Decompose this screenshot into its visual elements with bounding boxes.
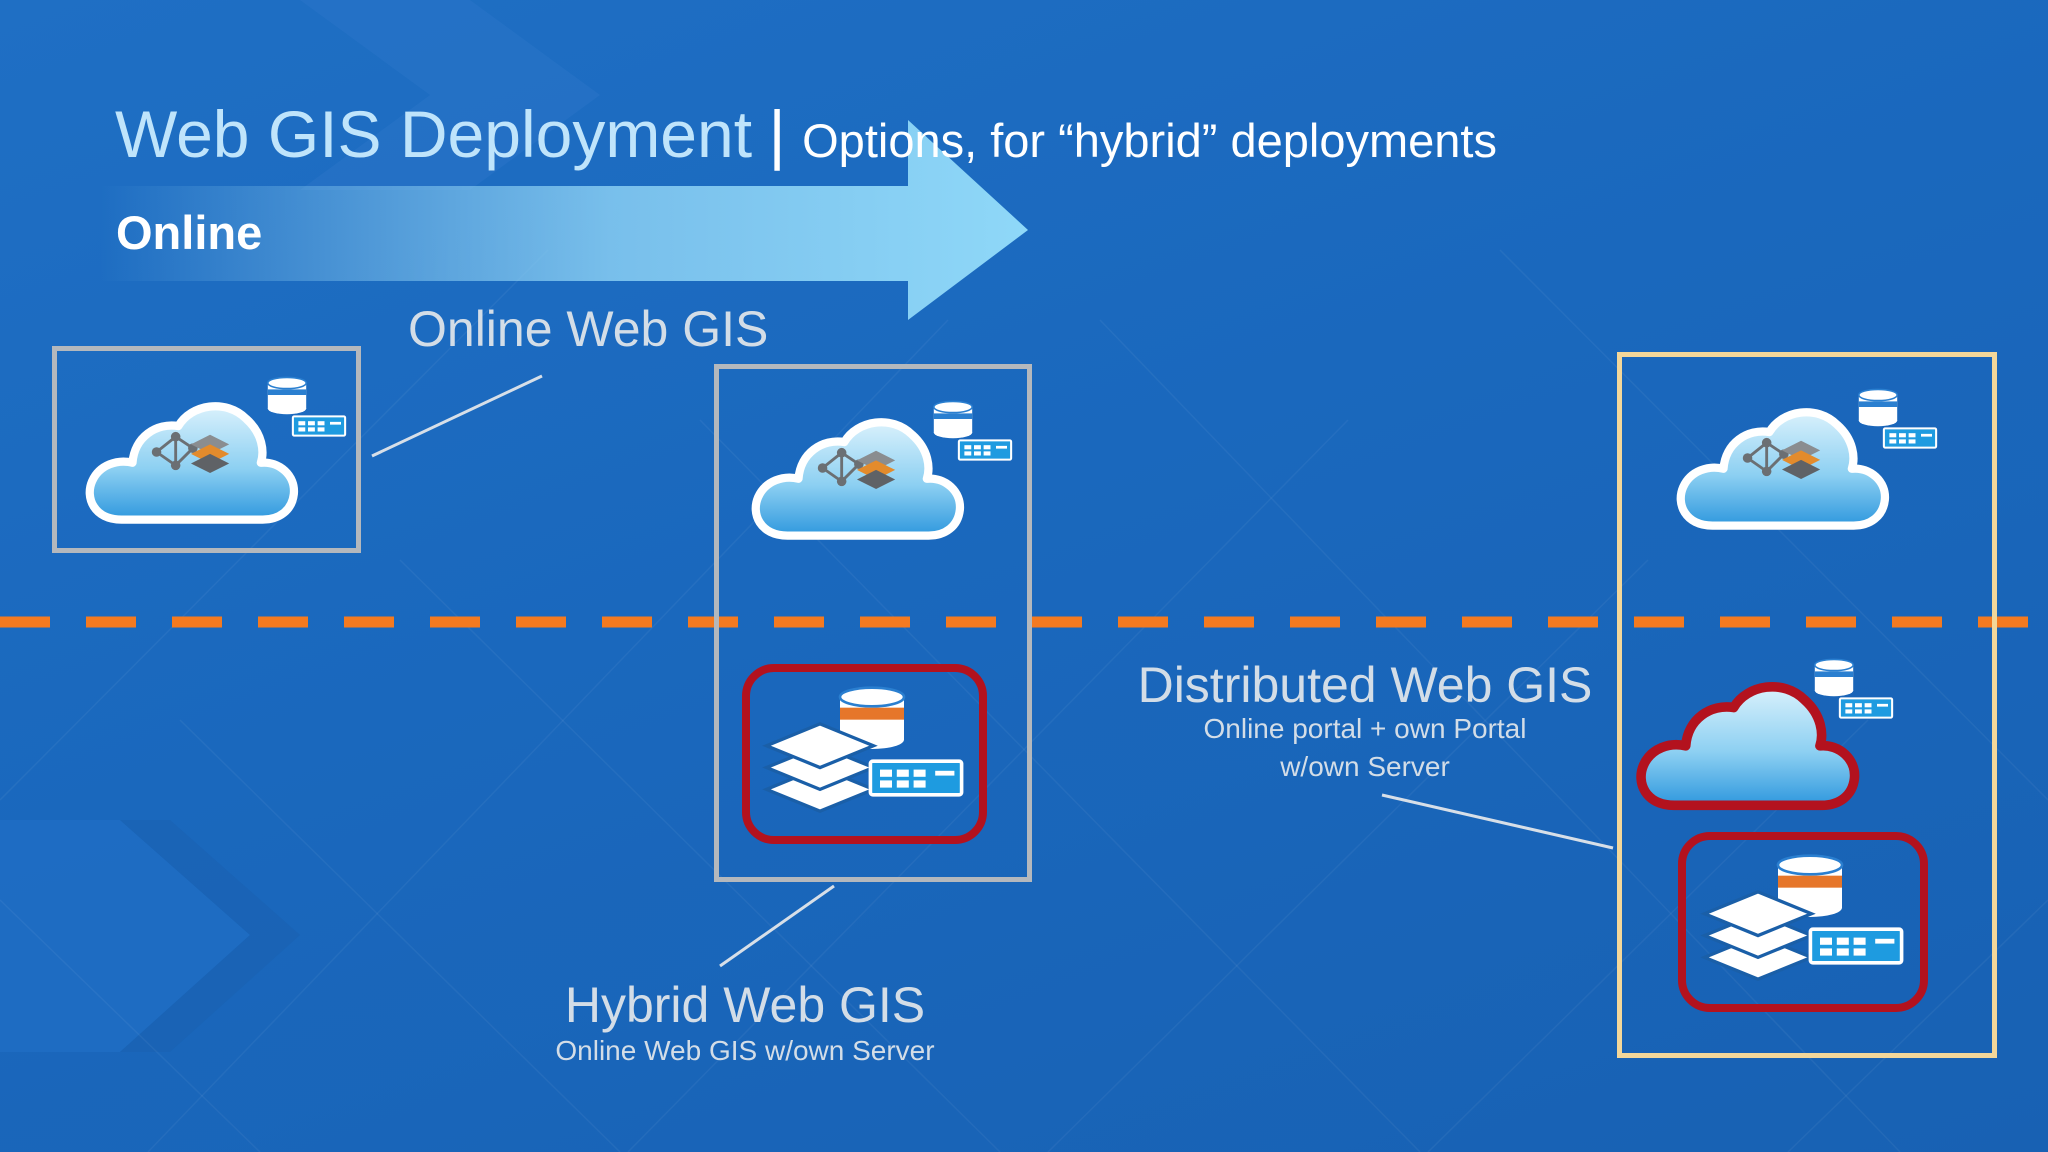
hybrid-web-gis-box xyxy=(714,364,1032,882)
database-icon xyxy=(1810,657,1858,697)
database-icon xyxy=(1854,387,1902,427)
title-main: Web GIS Deployment xyxy=(115,97,753,171)
network-icon xyxy=(1738,429,1824,487)
hybrid-web-gis-sublabel: Online Web GIS w/own Server xyxy=(555,1035,935,1066)
own-server-highlight xyxy=(742,664,987,844)
own-server-highlight xyxy=(1678,832,1928,1012)
distributed-web-gis-label: Distributed Web GIS xyxy=(1137,657,1593,713)
server-icon xyxy=(291,415,347,437)
distributed-web-gis-sublabel-2: w/own Server xyxy=(1280,751,1450,782)
online-arrow xyxy=(100,120,1028,320)
server-icon xyxy=(1882,427,1938,449)
cloud-icon xyxy=(1636,682,1860,811)
layers-icon xyxy=(1698,874,1818,984)
layers-icon xyxy=(760,706,880,816)
title-subtitle: Options, for “hybrid” deployments xyxy=(802,114,1497,167)
online-web-gis-label: Online Web GIS xyxy=(408,301,769,357)
server-icon xyxy=(1838,697,1894,719)
network-icon xyxy=(147,423,233,481)
distributed-web-gis-box xyxy=(1617,352,1997,1058)
network-icon xyxy=(813,439,899,497)
hybrid-web-gis-label: Hybrid Web GIS xyxy=(564,977,926,1033)
database-icon xyxy=(929,399,977,439)
page-title: Web GIS Deployment | Options, for “hybri… xyxy=(115,96,1497,172)
arrow-label: Online xyxy=(116,206,263,259)
server-icon xyxy=(868,758,964,798)
online-web-gis-box xyxy=(52,346,361,553)
database-icon xyxy=(263,375,311,415)
distributed-web-gis-sublabel-1: Online portal + own Portal xyxy=(1203,713,1527,744)
title-separator: | xyxy=(768,97,786,171)
server-icon xyxy=(1808,926,1904,966)
server-icon xyxy=(957,439,1013,461)
